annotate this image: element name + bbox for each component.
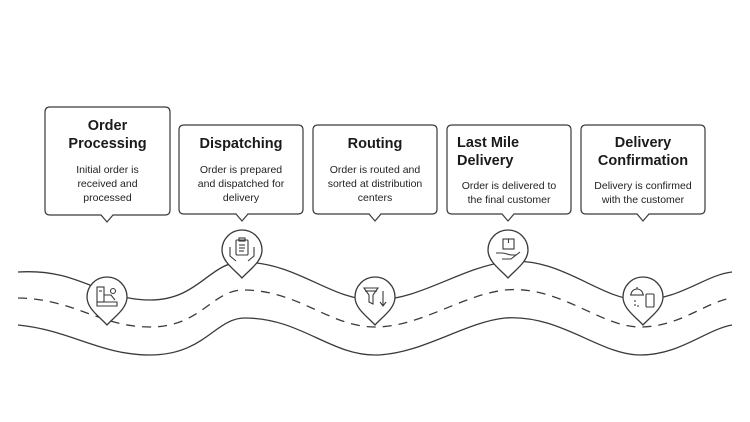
funnel-sort-icon [362, 287, 387, 307]
step-description: Order is delivered to the final customer [461, 180, 557, 206]
cloche-phone-icon [630, 287, 655, 308]
pin-dispatching [221, 229, 263, 279]
pin-last-mile-delivery [487, 229, 529, 279]
pin-routing [354, 276, 396, 326]
step-description: Initial order is received and processed [76, 164, 139, 204]
card-box-dispatching [178, 124, 304, 222]
card-box-routing [312, 124, 438, 222]
step-title: Last Mile Delivery [457, 135, 520, 169]
step-title: Dispatching [199, 136, 283, 152]
card-last-mile-delivery: Last Mile Delivery Order is delivered to… [447, 125, 571, 214]
card-box-last-mile-delivery [446, 124, 572, 222]
card-delivery-confirmation: Delivery Confirmation Delivery is confir… [581, 125, 705, 214]
step-description: Order is routed and sorted at distributi… [327, 164, 423, 204]
step-title: Delivery Confirmation [597, 135, 689, 169]
card-dispatching: Dispatching Order is prepared and dispat… [179, 125, 303, 214]
pin-delivery-confirmation [622, 276, 664, 326]
card-routing: Routing Order is routed and sorted at di… [313, 125, 437, 214]
card-order-processing: Order Processing Initial order is receiv… [45, 107, 170, 215]
step-title: Order Processing [68, 118, 147, 152]
step-description: Delivery is confirmed with the customer [594, 180, 692, 206]
packing-machine-icon [96, 286, 118, 307]
hand-box-icon [496, 238, 521, 260]
pin-order-processing [86, 276, 128, 326]
step-description: Order is prepared and dispatched for del… [197, 164, 285, 204]
card-box-delivery-confirmation [580, 124, 706, 222]
card-box-order-processing [44, 106, 171, 223]
road-center-dashes [17, 288, 733, 328]
step-title: Routing [347, 136, 403, 152]
road-bottom-edge [17, 317, 733, 356]
clipboard-hands-icon [229, 237, 255, 262]
